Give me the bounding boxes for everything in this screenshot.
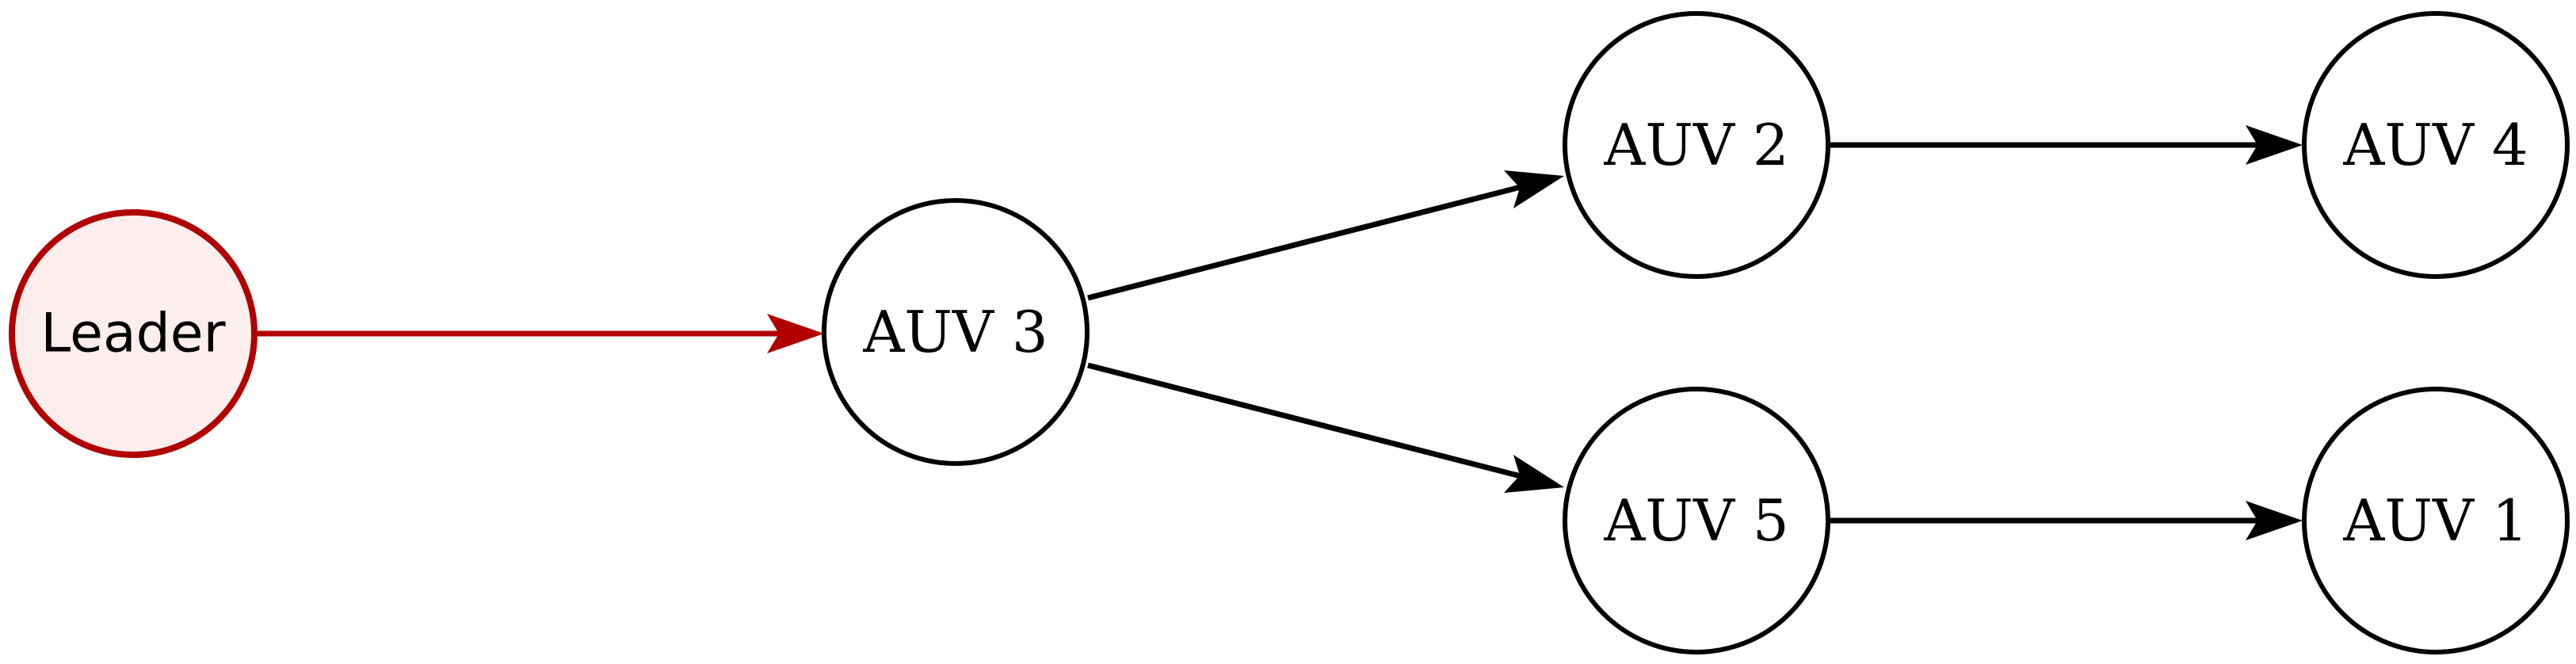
- node-leader: Leader: [9, 209, 258, 458]
- node-auv2-label: AUV 2: [1603, 112, 1788, 178]
- edges: [256, 125, 2303, 540]
- edge-auv3-auv5: [1087, 362, 1564, 493]
- node-auv3: AUV 3: [822, 198, 1090, 466]
- node-auv3-label: AUV 3: [862, 299, 1048, 365]
- nodes: Leader AUV 3 AUV 2 AUV 5 AUV 4 AUV 1: [9, 11, 2570, 654]
- edge-auv3-auv2: [1087, 170, 1564, 301]
- node-auv5: AUV 5: [1563, 387, 1830, 654]
- node-auv2: AUV 2: [1563, 11, 1830, 279]
- node-auv5-label: AUV 5: [1603, 487, 1788, 554]
- node-auv4: AUV 4: [2302, 11, 2570, 279]
- node-auv1-label: AUV 1: [2342, 487, 2528, 554]
- edge-auv5-auv1: [1829, 501, 2303, 540]
- edge-leader-auv3: [256, 314, 824, 353]
- node-auv1: AUV 1: [2302, 387, 2570, 654]
- node-leader-label: Leader: [40, 303, 225, 365]
- node-auv4-label: AUV 4: [2342, 112, 2528, 178]
- edge-auv2-auv4: [1829, 125, 2303, 165]
